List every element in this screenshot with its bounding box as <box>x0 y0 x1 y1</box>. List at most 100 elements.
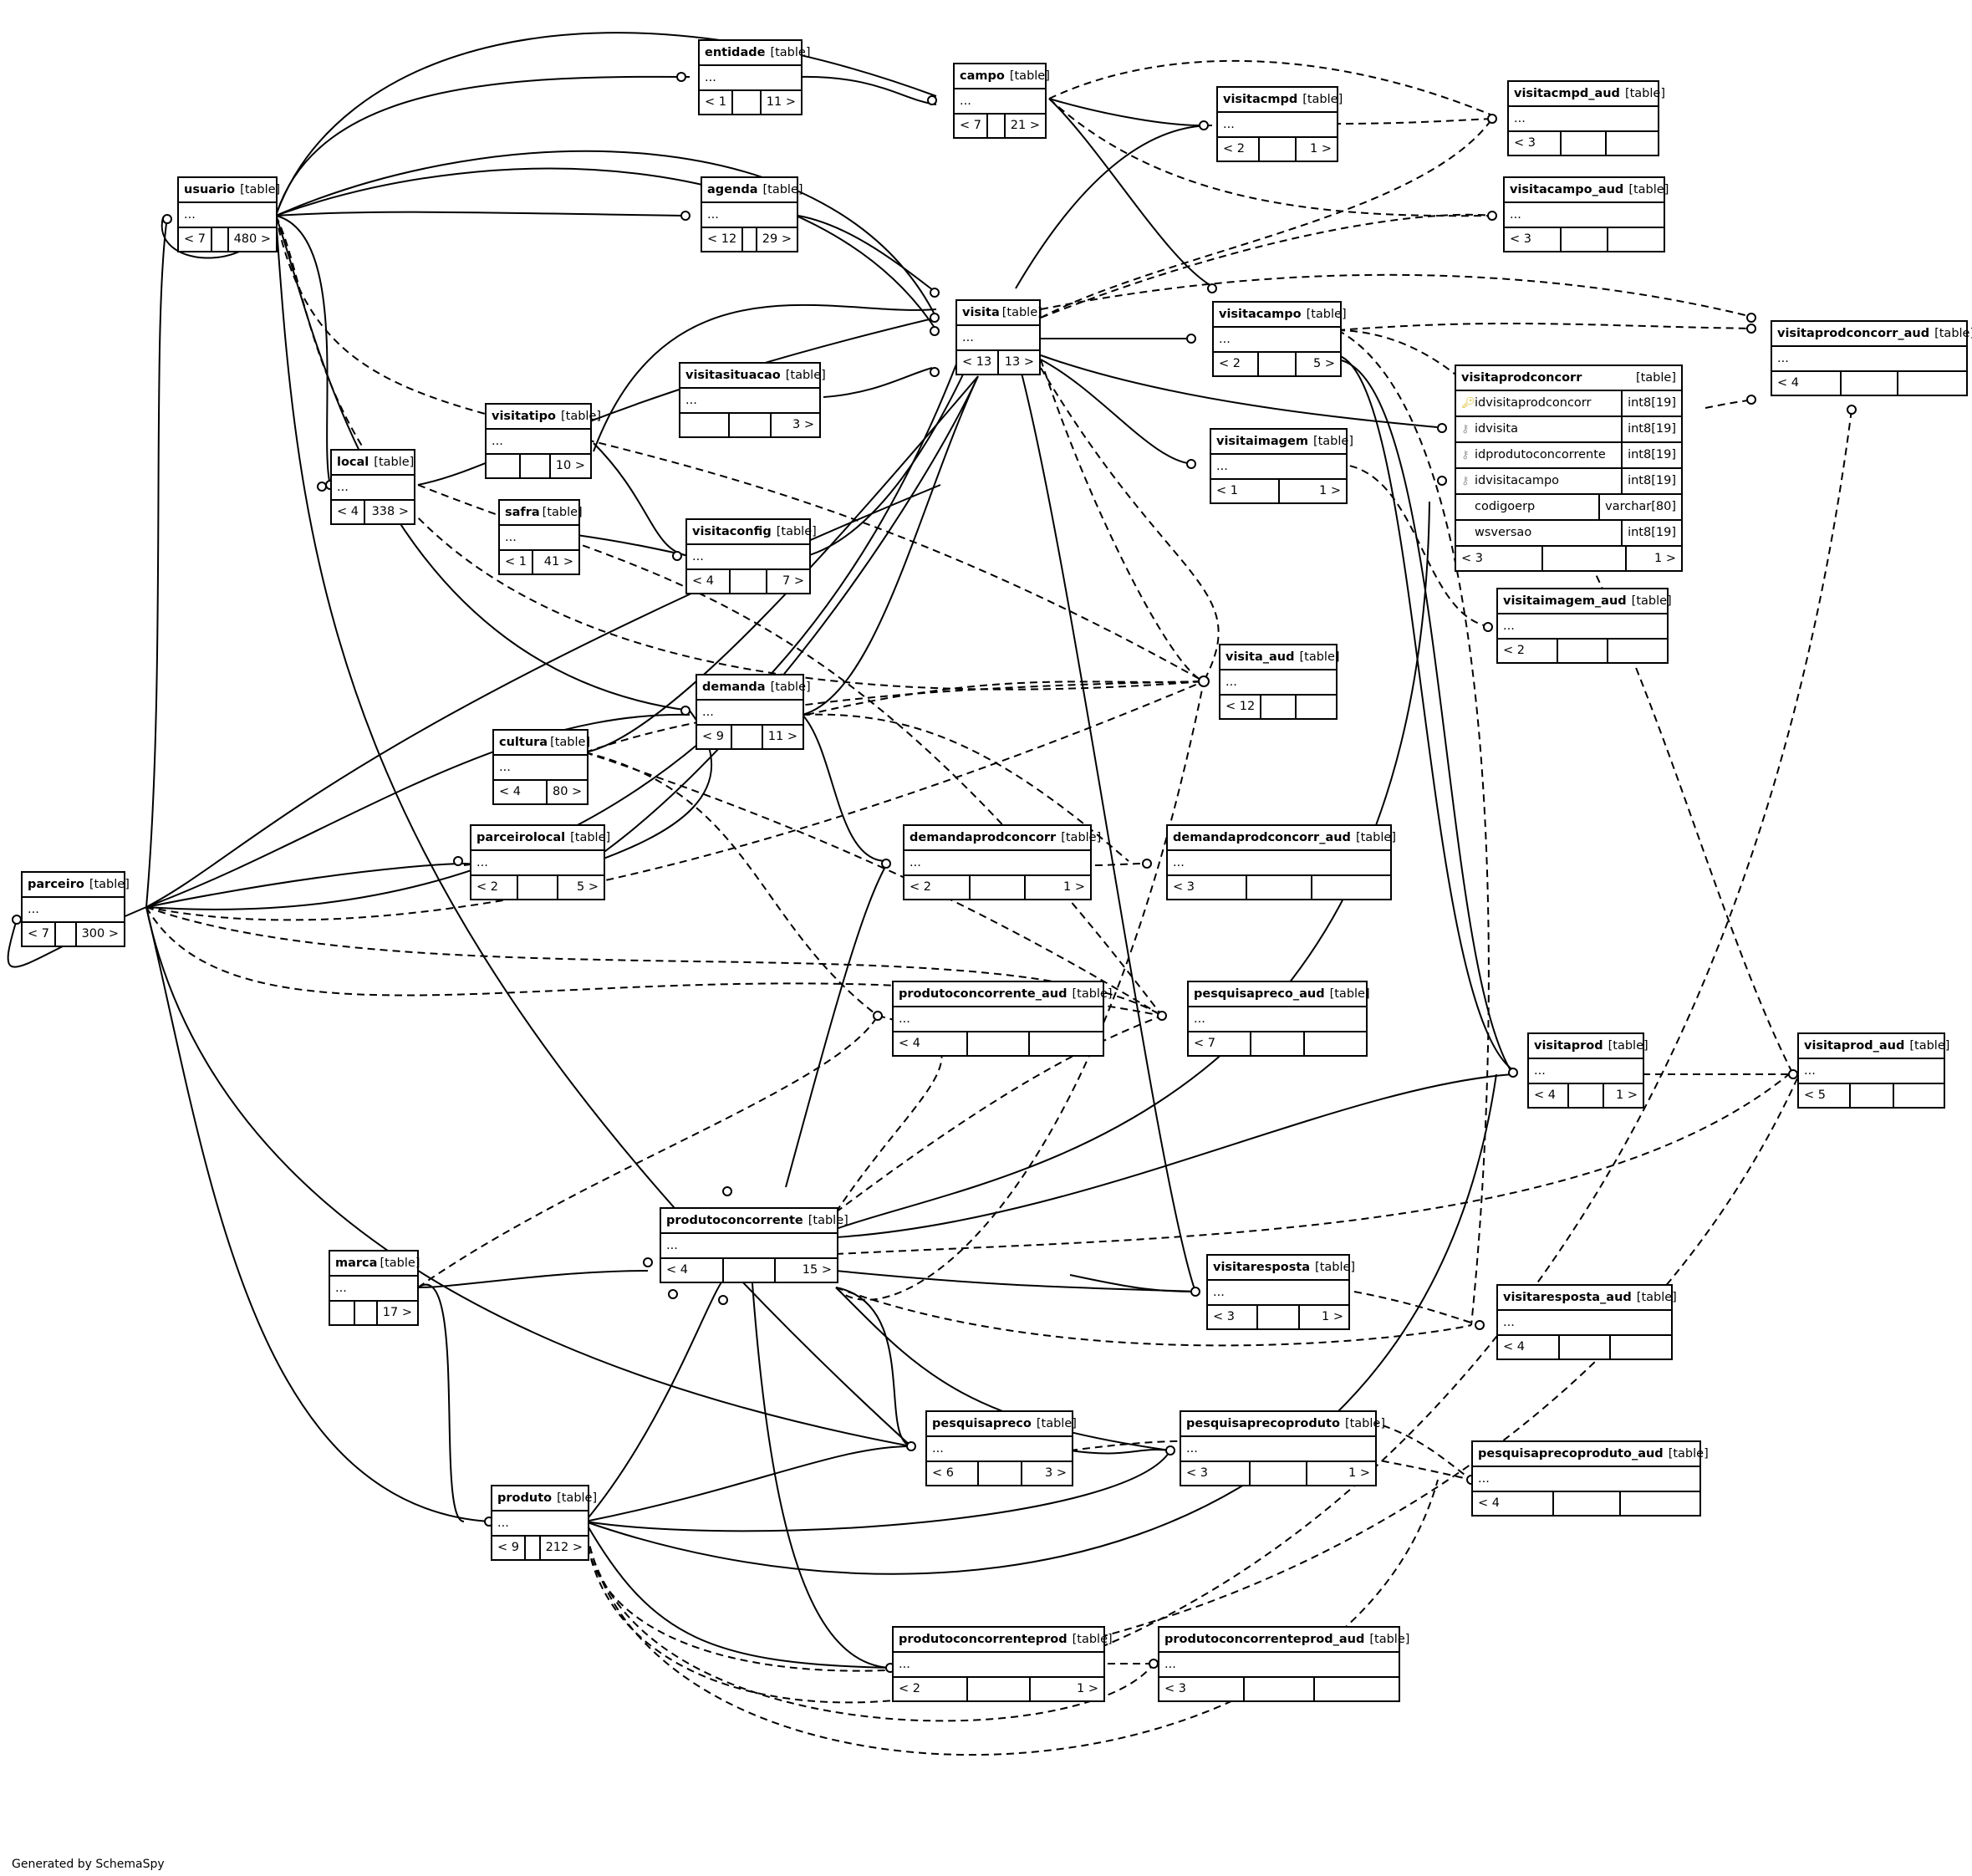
relationship-line <box>145 681 1205 921</box>
table-tag: [table] <box>89 877 130 891</box>
table-tag: [table] <box>560 409 602 423</box>
foot-mid <box>743 228 757 251</box>
relationship-line <box>145 713 690 908</box>
relationship-line <box>835 501 1430 1230</box>
foot-mid <box>731 570 768 593</box>
foot-children: 5 > <box>1313 357 1335 371</box>
foot-parents: < 3 <box>1208 1306 1258 1328</box>
table-demandaprodconcorr-aud[interactable]: demandaprodconcorr_aud[table] ... < 3 <box>1166 824 1396 900</box>
relationship-line <box>275 150 937 319</box>
relationship-endpoint <box>1746 313 1756 323</box>
table-visitacmpd-aud[interactable]: visitacmpd_aud[table] ... < 3 <box>1507 80 1665 156</box>
columns-collapsed: ... <box>687 545 809 570</box>
foot-children: 480 > <box>233 232 271 247</box>
relationship-line <box>802 375 979 716</box>
table-name: visitaprodconcorr <box>1461 370 1582 385</box>
relationship-line <box>1333 118 1493 125</box>
table-tag: [table] <box>1009 69 1050 83</box>
columns-collapsed: ... <box>1214 328 1340 353</box>
table-visitaresposta-aud[interactable]: visitaresposta_aud[table] ... < 4 <box>1496 1284 1677 1360</box>
table-name: produtoconcorrente_aud <box>899 986 1068 1001</box>
foot-mid <box>56 923 77 946</box>
table-tag: [table] <box>770 680 811 694</box>
table-tag: [table] <box>1909 1038 1950 1053</box>
table-visitaprodconcorr-aud[interactable]: visitaprodconcorr_aud[table] ... < 4 <box>1771 320 1972 396</box>
foot-children <box>1030 1032 1103 1055</box>
relationship-line <box>835 1287 1472 1347</box>
table-pesquisaprecoproduto-aud[interactable]: pesquisaprecoproduto_aud[table] ... < 4 <box>1471 1440 1709 1517</box>
relationship-line <box>1337 359 1514 1075</box>
foreign-key-icon: ⚷ <box>1461 475 1470 487</box>
foot-mid <box>988 115 1006 137</box>
relationship-line <box>1040 354 1447 429</box>
foot-parents <box>330 1302 355 1324</box>
column-type: varchar[80] <box>1605 500 1676 514</box>
foot-children: 338 > <box>371 505 409 519</box>
relationship-endpoint <box>930 288 940 298</box>
foot-mid <box>1560 1336 1612 1359</box>
foot-mid <box>1251 1462 1308 1485</box>
foot-children: 1 > <box>1322 1310 1344 1324</box>
table-visitaimagem-aud[interactable]: visitaimagem_aud[table] ... < 2 <box>1496 588 1672 664</box>
relationship-line <box>145 906 1163 1017</box>
table-tag: [table] <box>570 830 611 844</box>
columns-collapsed: ... <box>927 1437 1072 1462</box>
relationship-line <box>1048 98 1200 126</box>
table-visita-aud[interactable]: visita_aud[table] ... < 12 <box>1219 644 1340 720</box>
table-pesquisapreco-aud[interactable]: pesquisapreco_aud[table] ... < 7 <box>1187 981 1370 1057</box>
table-visitaprod-aud[interactable]: visitaprod_aud[table] ... < 5 <box>1797 1032 1949 1109</box>
table-tag: [table] <box>1631 594 1672 608</box>
relationship-line <box>835 1015 1163 1213</box>
foot-mid <box>1842 372 1899 395</box>
columns-collapsed: ... <box>1189 1007 1366 1032</box>
table-visitasituacao[interactable]: visitasituacao[table] ... 3 > <box>679 362 826 438</box>
table-name: visitacmpd_aud <box>1514 86 1620 100</box>
columns-collapsed: ... <box>957 326 1039 351</box>
relationship-line <box>823 367 933 398</box>
table-produtoconcorrente-aud[interactable]: produtoconcorrente_aud[table] ... < 4 <box>892 981 1113 1057</box>
relationship-line <box>1040 359 1205 682</box>
table-tag: [table] <box>1061 830 1102 844</box>
table-name: parceiro <box>28 877 84 891</box>
table-produtoconcorrenteprod-aud[interactable]: produtoconcorrenteprod_aud[table] ... < … <box>1158 1626 1409 1702</box>
relationship-endpoint <box>1847 405 1857 415</box>
relationship-endpoint <box>12 915 22 925</box>
table-marca[interactable]: marca[table] ... 17 > <box>329 1250 420 1326</box>
columns-collapsed: ... <box>1218 113 1337 138</box>
table-tag: [table] <box>1628 182 1669 196</box>
table-visitaprodconcorr[interactable]: visitaprodconcorr[table] 🔑︎idvisitaprodc… <box>1455 364 1683 572</box>
relationship-line <box>752 1282 891 1669</box>
relationship-endpoint <box>873 1011 883 1021</box>
foot-mid <box>732 726 763 748</box>
table-visitatipo[interactable]: visitatipo[table] ... 10 > <box>485 403 601 479</box>
relationship-line <box>785 864 887 1188</box>
relationship-endpoint <box>1487 211 1497 221</box>
relationship-line <box>275 215 331 486</box>
table-visitacampo-aud[interactable]: visitacampo_aud[table] ... < 3 <box>1503 176 1669 252</box>
